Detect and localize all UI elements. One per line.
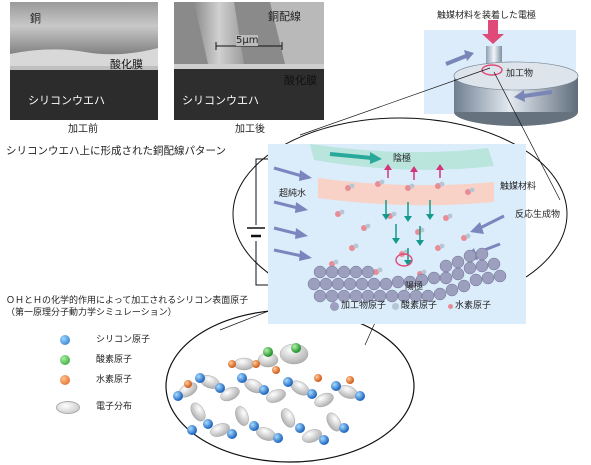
electron-cloud-icon <box>56 401 80 414</box>
label-copper: 銅 <box>30 12 41 25</box>
caption-before: 加工前 <box>68 124 98 135</box>
electron-arrows <box>384 164 444 180</box>
photo-after: 銅配線 5μm 酸化膜 シリコンウエハ <box>174 2 324 120</box>
label-oxide: 酸化膜 <box>110 58 143 71</box>
hydrogen-sim-icon <box>60 375 70 385</box>
caption-after: 加工後 <box>235 124 265 135</box>
label-oxide-after: 酸化膜 <box>284 74 317 87</box>
rotation-arrow-left-icon <box>464 50 474 61</box>
legend-silicon: シリコン原子 <box>96 335 151 345</box>
label-wafer-after: シリコンウエハ <box>182 94 259 107</box>
label-products: 反応生成物 <box>515 210 561 220</box>
label-ultrapure-water: 超純水 <box>279 189 307 199</box>
legend-oxygen-atom: 酸素原子 <box>401 301 438 311</box>
label-catalyst: 触媒材料 <box>500 182 537 192</box>
rotation-arrow-icon <box>514 90 525 102</box>
workpiece-label: 加工物 <box>506 69 534 79</box>
label-wafer: シリコンウエハ <box>28 94 105 107</box>
si-atom-icon <box>330 302 339 311</box>
silicon-atom-icon <box>60 335 70 345</box>
label-scale: 5μm <box>236 35 259 46</box>
water-flow-arrows <box>273 166 312 261</box>
flow-arrow-icon <box>370 152 382 164</box>
oxygen-sim-icon <box>60 355 70 365</box>
molecule-lattice <box>173 343 365 445</box>
photo-before: 銅 酸化膜 シリコンウエハ <box>10 2 158 120</box>
reaction-illustration <box>273 144 507 303</box>
reaction-legend: 加工物原子 酸素原子 水素原子 <box>330 300 526 314</box>
label-copper-wiring: 銅配線 <box>268 10 301 23</box>
legend-workpiece-atom: 加工物原子 <box>341 301 387 311</box>
legend-oxygen-sim: 酸素原子 <box>96 355 133 365</box>
contact-point-marker <box>481 64 503 76</box>
simulation-illustration <box>173 343 365 445</box>
electrode-arrow-icon <box>482 20 504 44</box>
legend-electron: 電子分布 <box>96 402 133 412</box>
photo-before-image <box>10 2 158 120</box>
label-anode: 陽極 <box>405 282 424 292</box>
reaction-site-marker <box>395 253 413 267</box>
sim-caption-line1: ＯＨとＨの化学的作用によって加工されるシリコン表面原子 <box>6 296 249 306</box>
legend-hydrogen-sim: 水素原子 <box>96 375 133 385</box>
photo-after-image <box>174 2 324 120</box>
scale-bar <box>215 42 283 50</box>
electrode-illustration <box>445 20 579 126</box>
catalyst-band <box>318 178 494 206</box>
hydrogen-atom-icon <box>448 304 453 309</box>
label-cathode: 陰極 <box>393 154 412 164</box>
oxygen-atom-icon <box>392 303 399 310</box>
anode-atoms <box>307 247 507 303</box>
electrode-title: 触媒材料を装着した電極 <box>437 11 537 21</box>
sim-caption-line2: （第一原理分子動力学シミュレーション） <box>6 308 177 318</box>
legend-hydrogen-atom: 水素原子 <box>455 301 492 311</box>
pattern-caption: シリコンウエハ上に形成された銅配線パターン <box>6 145 226 157</box>
ion-arrows <box>382 200 434 266</box>
sim-legend: シリコン原子 酸素原子 水素原子 電子分布 <box>56 335 170 425</box>
